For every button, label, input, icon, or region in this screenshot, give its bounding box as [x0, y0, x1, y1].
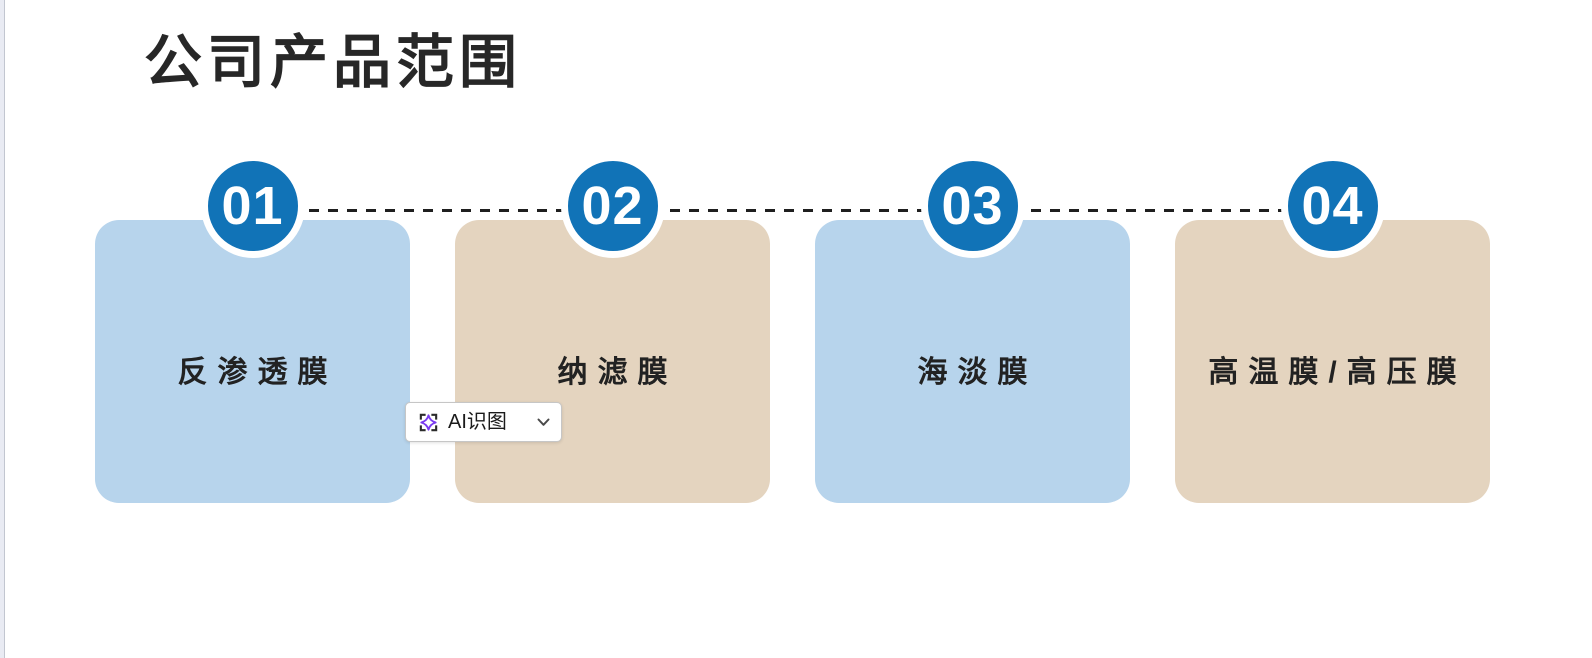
product-card-label: 海淡膜 [917, 355, 1038, 389]
product-card-label: 反渗透膜 [177, 355, 338, 389]
product-card-3: 03 海淡膜 [815, 154, 1130, 503]
step-number-badge: 03 [920, 154, 1025, 258]
chevron-down-icon[interactable] [537, 418, 550, 427]
step-number: 02 [581, 176, 644, 236]
ai-button-label: AI识图 [448, 411, 507, 433]
product-card-1: 01 反渗透膜 [95, 154, 410, 503]
product-card-2: 02 纳滤膜 [455, 154, 770, 503]
step-number: 01 [221, 176, 284, 236]
step-number: 04 [1301, 176, 1364, 236]
product-card-4: 04 高温膜/高压膜 [1175, 154, 1490, 503]
viewer-left-edge [0, 0, 5, 658]
product-card-label: 纳滤膜 [557, 355, 678, 389]
step-number-badge: 04 [1280, 154, 1385, 258]
connector-dashed-line [252, 209, 1333, 212]
ai-image-recognition-button[interactable]: AI识图 [405, 402, 562, 442]
step-number: 03 [941, 176, 1004, 236]
page-title: 公司产品范围 [144, 30, 523, 95]
step-number-badge: 01 [200, 154, 305, 258]
product-card-label: 高温膜/高压膜 [1208, 355, 1467, 389]
step-number-badge: 02 [560, 154, 665, 258]
ai-recognize-image-scan-sparkle-icon [417, 411, 440, 434]
